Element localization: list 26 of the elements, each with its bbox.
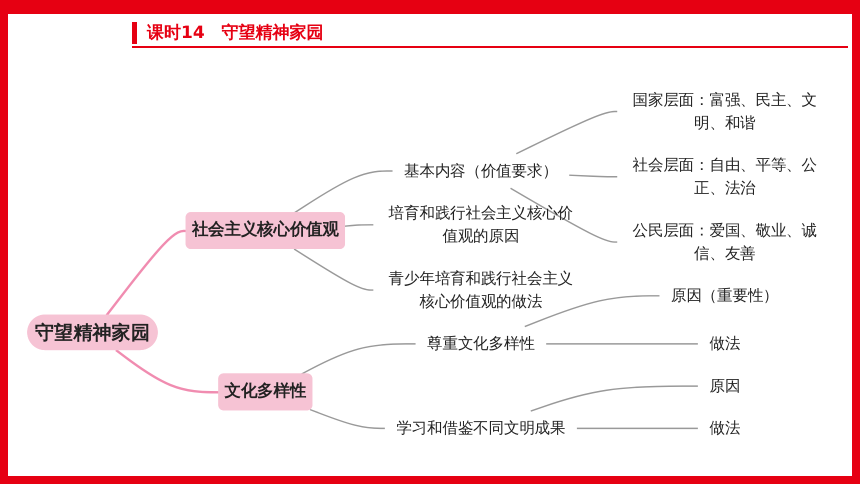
node-text: 基本内容（价值要求） [404, 161, 558, 180]
connector [569, 174, 618, 178]
node-text: 公民层面：爱国、敬业、诚信、友善 [632, 220, 817, 262]
node-text: 尊重文化多样性 [427, 334, 535, 352]
node-text: 做法 [709, 418, 740, 437]
connector [510, 188, 618, 243]
node-text: 培育和践行社会主义核心价值观的原因 [388, 204, 574, 245]
connector [530, 385, 698, 412]
node-text: 青少年培育和践行社会主义核心价值观的做法 [388, 268, 574, 310]
connector [516, 110, 618, 154]
node-text: 国家层面：富强、民主、文明、和谐 [632, 90, 817, 132]
node-text: 学习和借鉴不同文明成果 [396, 418, 566, 437]
connector [300, 342, 416, 375]
connector [576, 427, 698, 429]
node-text: 原因（重要性） [670, 286, 779, 304]
connector [105, 230, 187, 316]
connector [524, 294, 660, 328]
connector [294, 248, 374, 291]
connector [115, 348, 220, 394]
node-text: 社会层面：自由、平等、公正、法治 [632, 156, 817, 197]
connector [546, 342, 698, 344]
node-text: 原因 [709, 376, 740, 395]
connector [344, 224, 374, 227]
node-text: 做法 [709, 334, 740, 352]
connector [294, 170, 393, 214]
connector [310, 408, 385, 429]
